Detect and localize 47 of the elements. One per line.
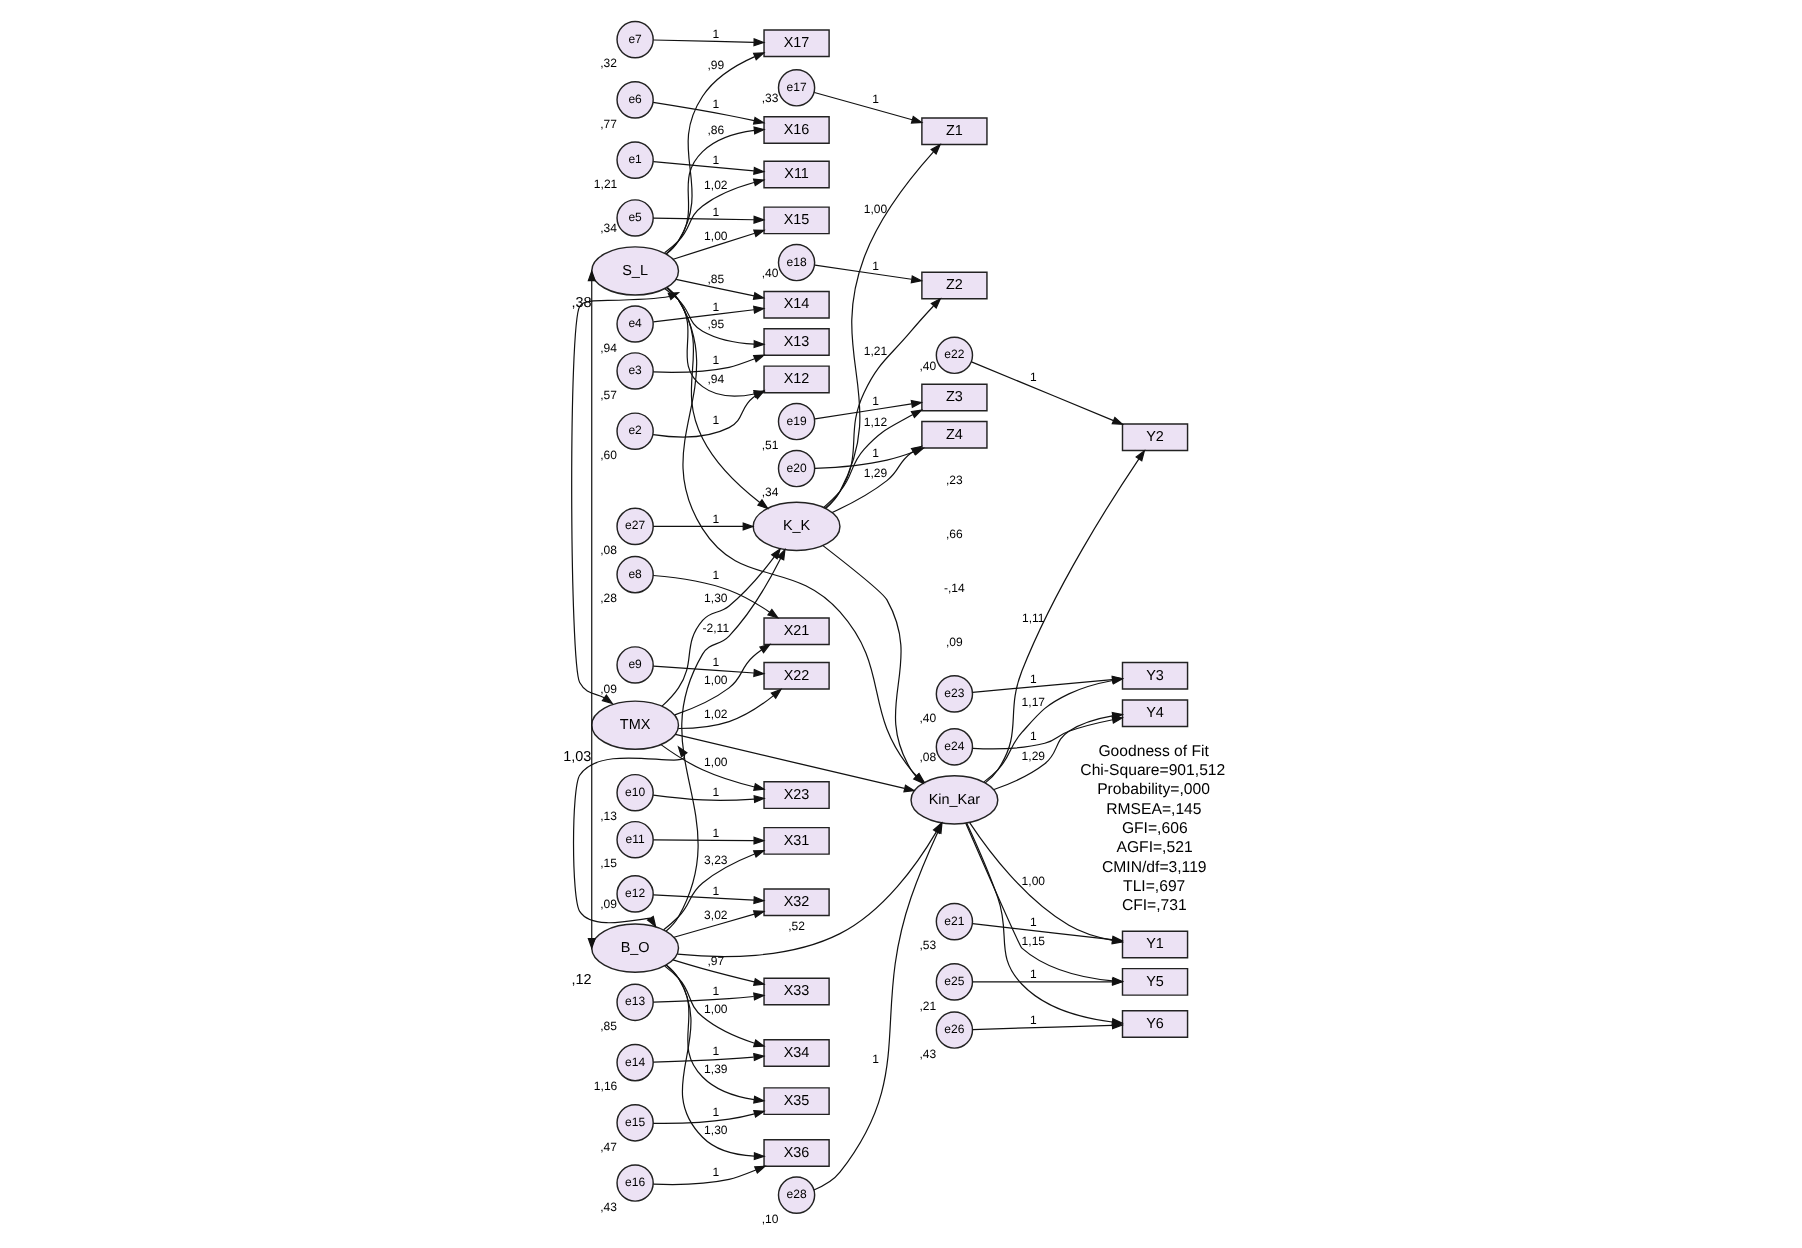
arrow [664,548,785,932]
arrow [651,101,765,125]
arrow [663,178,765,254]
arrow [651,38,765,47]
arrow [571,745,687,928]
arrow [673,733,915,793]
arrow [970,1021,1123,1031]
arrow [659,744,765,791]
arrow [969,361,1124,425]
arrow [813,264,923,284]
arrow [663,965,765,1048]
arrow [823,297,941,509]
arrow [676,688,782,730]
arrow [664,964,765,1161]
arrow [664,126,765,255]
arrow [651,215,765,224]
arrow [662,849,765,931]
arrow [651,1165,766,1186]
arrow [812,91,923,124]
arrow [651,574,779,619]
arrow [651,665,765,678]
arrow [812,821,942,1191]
arrow [651,894,765,905]
arrow [674,278,765,300]
arrow [651,305,765,323]
arrow [660,547,781,707]
arrow [651,992,765,1003]
arrow [651,1109,765,1124]
arrow [651,161,765,175]
arrow [673,643,771,716]
arrow [671,229,765,260]
arrow [671,959,765,986]
arrow [675,821,942,958]
arrow [586,269,595,950]
arrow [983,449,1145,784]
arrow [664,964,765,1104]
arrow [651,354,765,373]
arrow [651,389,765,438]
arrow [651,836,765,845]
arrow [651,1052,765,1063]
arrow [651,522,754,531]
arrow [824,143,941,509]
arrow [664,52,765,255]
arrow [813,399,923,420]
arrow [971,715,1123,750]
arrow [651,794,765,804]
arrow [672,910,765,938]
